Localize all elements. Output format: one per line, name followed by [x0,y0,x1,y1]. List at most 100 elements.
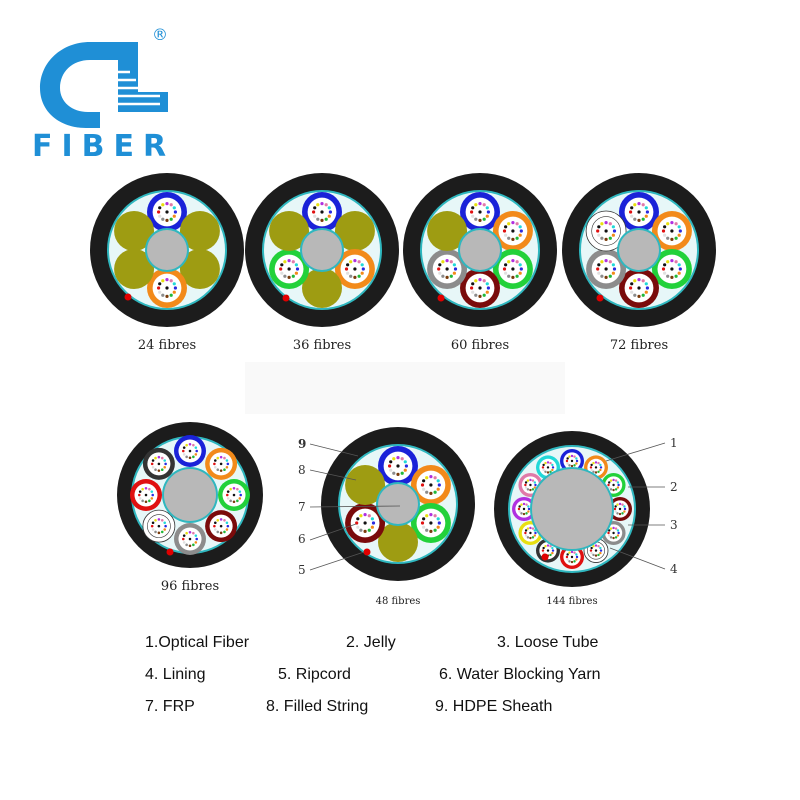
optical-fiber [287,275,291,279]
optical-fiber [529,531,532,535]
loose-tube [302,192,342,232]
optical-fiber [594,471,598,474]
optical-fiber [236,487,239,491]
optical-fiber [613,507,617,511]
optical-fiber [589,466,593,469]
optical-fiber [182,449,185,453]
optical-fiber [429,521,433,525]
optical-fiber [604,229,608,233]
loose-tube [560,449,584,473]
optical-fiber [566,558,569,561]
optical-fiber [623,505,626,508]
optical-fiber [195,449,198,453]
frp [302,230,342,270]
legend-lining: 4. Lining [145,666,206,683]
optical-fiber [515,260,519,264]
optical-fiber [526,479,530,482]
filled-string [345,465,386,505]
optical-fiber [453,267,458,271]
optical-fiber [529,488,532,492]
ripcord [541,553,549,561]
optical-fiber [511,275,515,279]
optical-fiber [511,267,515,271]
optical-fiber [531,527,535,530]
optical-fiber [546,471,550,474]
optical-fiber [400,457,404,461]
optical-fiber [158,214,162,218]
optical-fiber [623,507,627,511]
optical-fiber [616,512,619,515]
optical-fiber [570,555,574,559]
loose-tube [130,479,162,511]
optical-fiber [144,493,148,497]
optical-fiber [678,267,682,271]
optical-fiber [188,544,192,547]
brand-name: FIBER [32,129,175,164]
loose-tube [345,503,386,543]
optical-fiber [437,483,441,487]
loose-tube [608,497,632,521]
loose-tube [518,473,543,497]
optical-fiber [478,286,482,290]
optical-fiber [597,263,601,267]
legend-filled-string: 8. Filled String [266,698,369,715]
optical-fiber [185,455,188,459]
optical-fiber [151,521,155,525]
optical-fiber [541,549,545,552]
optical-fiber [138,493,141,497]
optical-fiber [169,203,173,207]
optical-fiber [633,293,637,297]
optical-fiber [616,534,620,537]
optical-fiber [549,553,552,557]
optical-fiber [213,462,216,466]
optical-fiber [313,206,317,210]
loose-tube [147,192,187,232]
optical-fiber [546,466,550,469]
optical-fiber [663,225,667,229]
optical-fiber [609,527,613,530]
optical-fiber [666,260,670,264]
optical-fiber [678,229,682,233]
optical-fiber [608,222,612,226]
filled-string [179,249,220,289]
filled-string [334,211,375,251]
optical-fiber [219,518,223,521]
optical-fiber [160,530,164,534]
optical-fiber [534,483,537,487]
optical-fiber [154,456,157,460]
optical-fiber [422,479,426,483]
optical-fiber [533,529,536,532]
cable-caption: 36 fibres [293,338,351,353]
optical-fiber [148,487,151,491]
cable-caption: 144 fibres [546,596,597,607]
optical-fiber [157,210,161,214]
optical-fiber [630,282,634,286]
optical-fiber [542,463,545,467]
optical-fiber [599,468,602,472]
optical-fiber [165,202,169,206]
loose-tube [512,497,536,521]
optical-fiber [600,236,604,240]
optical-fiber [525,503,528,506]
legend-ripcord: 5. Ripcord [278,666,351,683]
logo-l-mark [118,42,168,112]
optical-fiber [161,217,165,221]
optical-fiber [478,202,482,206]
optical-fiber [157,524,161,528]
optical-fiber [214,521,217,525]
optical-fiber [470,286,474,290]
optical-fiber [164,524,167,528]
optical-fiber [677,263,681,267]
cable-1: 24 fibres [90,173,244,353]
optical-fiber [544,461,547,465]
cable-caption: 48 fibres [376,596,421,607]
optical-fiber [502,267,507,271]
loose-tube [601,521,626,545]
cable-6: 48 fibres [321,427,475,607]
optical-fiber [597,225,601,229]
optical-fiber [661,229,666,233]
optical-fiber [570,550,574,554]
callouts-left [309,443,401,571]
optical-fiber [542,546,545,550]
